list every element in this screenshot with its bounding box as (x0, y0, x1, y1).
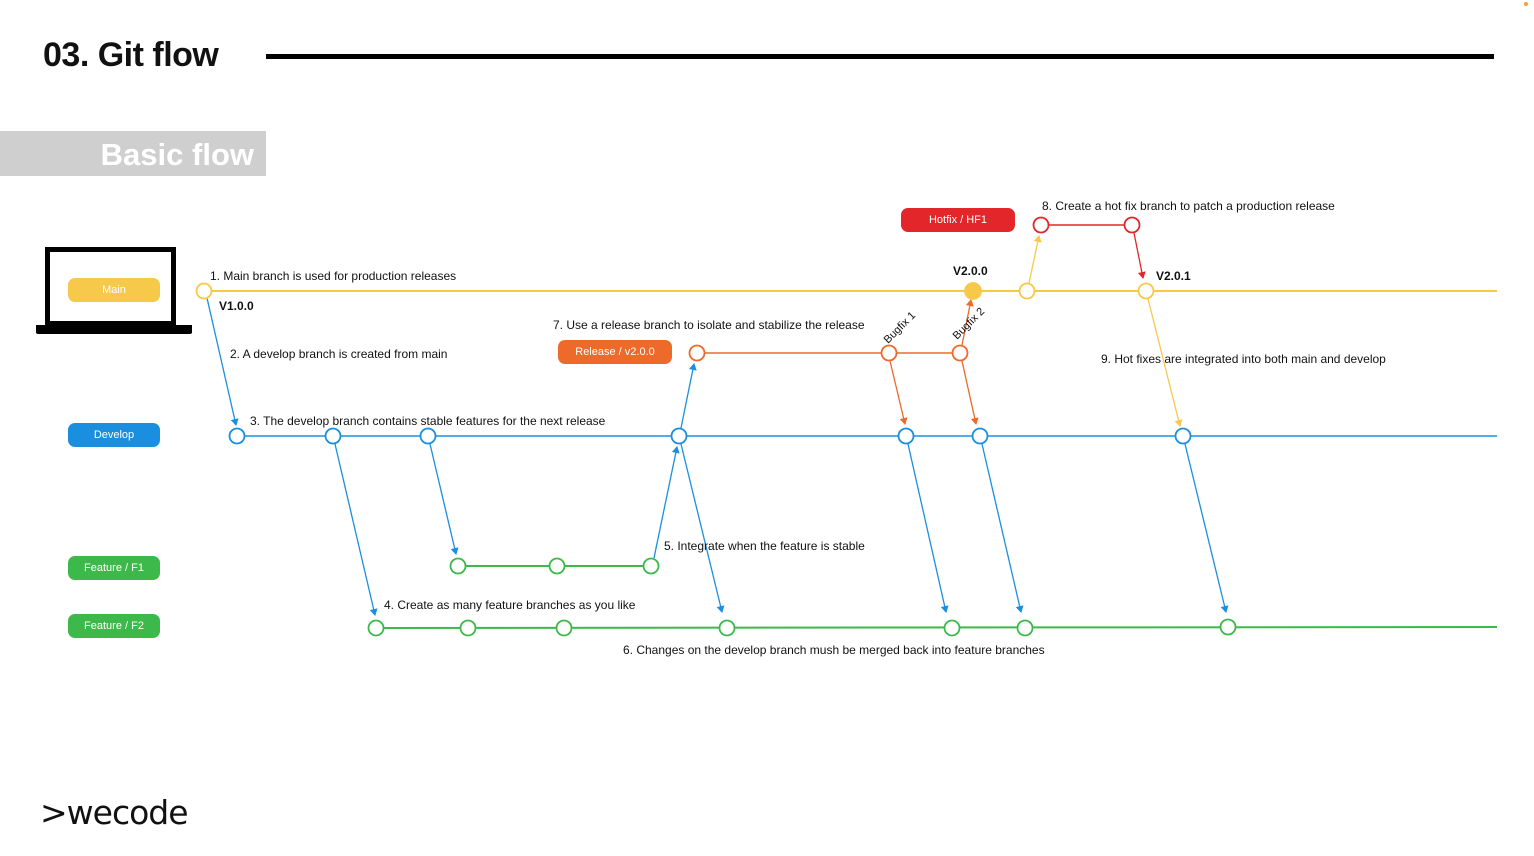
feature2-commit-node (943, 619, 961, 637)
develop-commit-node (324, 427, 342, 445)
laptop-screen (45, 247, 176, 325)
develop-commit-node (228, 427, 246, 445)
title-rule (266, 54, 1494, 59)
main-release-node (964, 282, 982, 300)
step9-annotation: 9. Hot fixes are integrated into both ma… (1101, 352, 1386, 366)
version-v21-label: V2.0.1 (1156, 269, 1191, 283)
develop-commit-node (670, 427, 688, 445)
step7-annotation: 7. Use a release branch to isolate and s… (553, 318, 865, 332)
develop-branch-label: Develop (68, 423, 160, 447)
develop-commit-node (419, 427, 437, 445)
release-to-develop-arrow-2 (961, 360, 979, 425)
feature1-commit-node (449, 557, 467, 575)
feature1-commit-node (642, 557, 660, 575)
release-to-develop-arrow-1 (889, 360, 908, 425)
feature2-commit-node (459, 619, 477, 637)
version-v1-label: V1.0.0 (219, 299, 254, 313)
release-to-main-arrow (961, 299, 974, 346)
hotfix-commit-node (1123, 216, 1141, 234)
step8-annotation: 8. Create a hot fix branch to patch a pr… (1042, 199, 1335, 213)
feature1-commit-node (548, 557, 566, 575)
main-to-hotfix-arrow (1028, 235, 1042, 284)
main-branch-label: Main (68, 278, 160, 302)
hotfix-commit-node (1032, 216, 1050, 234)
corner-dot (1524, 2, 1528, 6)
subtitle: Basic flow (100, 137, 254, 172)
main-commit-node (1018, 282, 1036, 300)
develop-to-f2-arrow (334, 443, 378, 616)
laptop-base (36, 325, 192, 334)
feature2-commit-node (1016, 619, 1034, 637)
bugfix1-label: Bugfix 1 (882, 310, 919, 347)
feature2-commit-node (1219, 618, 1237, 636)
feature2-commit-node (367, 619, 385, 637)
feature2-branch-line (375, 626, 1498, 629)
hotfix-to-main-arrow (1133, 232, 1146, 279)
step4-annotation: 4. Create as many feature branches as yo… (384, 598, 636, 612)
main-to-develop-hotfix-arrow (1147, 298, 1183, 427)
main-to-develop-arrow (206, 297, 239, 426)
develop-to-f1-arrow (429, 443, 459, 555)
develop-commit-node (1174, 427, 1192, 445)
develop-to-f2-merge-arrow-3 (981, 443, 1024, 613)
release-commit-node (880, 344, 898, 362)
feature1-branch-label: Feature / F1 (68, 556, 160, 580)
develop-to-f2-merge-arrow-2 (907, 443, 949, 613)
version-v2-label: V2.0.0 (953, 264, 988, 278)
hotfix-branch-label: Hotfix / HF1 (901, 208, 1015, 232)
release-commit-node (951, 344, 969, 362)
step6-annotation: 6. Changes on the develop branch mush be… (623, 643, 1045, 657)
develop-to-release-arrow (680, 363, 697, 429)
develop-to-f2-merge-arrow-1 (680, 443, 725, 613)
main-commit-node (1137, 282, 1155, 300)
release-commit-node (688, 344, 706, 362)
subtitle-banner: Basic flow (0, 131, 266, 176)
step3-annotation: 3. The develop branch contains stable fe… (250, 414, 606, 428)
brand-logo: >wecode (40, 793, 189, 832)
page-title: 03. Git flow (43, 36, 219, 74)
feature2-commit-node (718, 619, 736, 637)
develop-commit-node (897, 427, 915, 445)
develop-to-f2-merge-arrow-4 (1184, 443, 1229, 613)
feature2-branch-label: Feature / F2 (68, 614, 160, 638)
step2-annotation: 2. A develop branch is created from main (230, 347, 447, 361)
feature2-commit-node (555, 619, 573, 637)
step1-annotation: 1. Main branch is used for production re… (210, 269, 456, 283)
step5-annotation: 5. Integrate when the feature is stable (664, 539, 865, 553)
release-branch-label: Release / v2.0.0 (558, 340, 672, 364)
develop-commit-node (971, 427, 989, 445)
f1-to-develop-arrow (653, 446, 680, 559)
main-commit-node (195, 282, 213, 300)
